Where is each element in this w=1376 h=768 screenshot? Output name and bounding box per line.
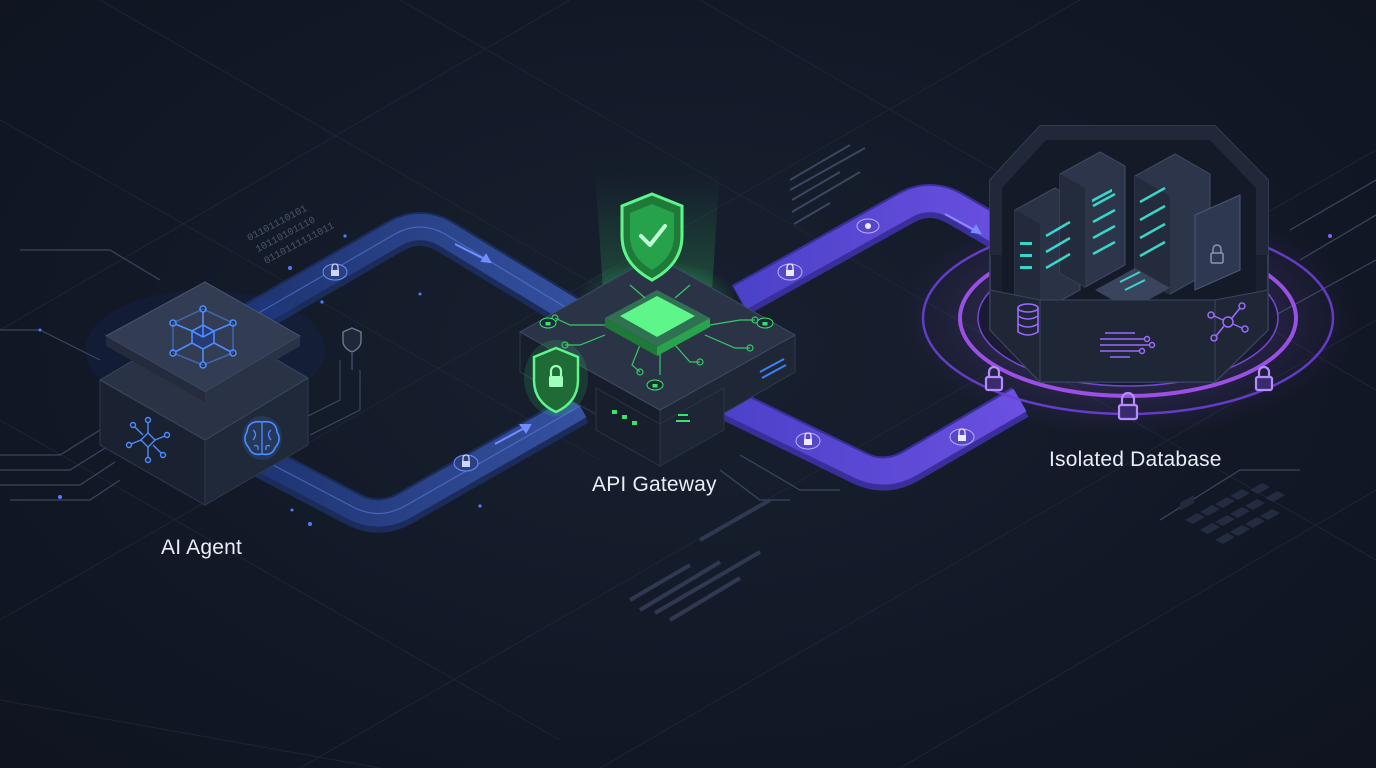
grid-blocks-2: [1185, 483, 1285, 544]
bottom-dashes: [630, 500, 770, 620]
ai-agent-label: AI Agent: [161, 536, 242, 560]
shield-lock-icon: [524, 340, 588, 416]
isolated-database-label: Isolated Database: [1049, 448, 1222, 472]
code-dashes: [790, 145, 865, 224]
path-gateway-db-lower: [720, 398, 1020, 474]
api-gateway-label: API Gateway: [592, 473, 717, 497]
brain-icon: [242, 416, 282, 460]
grid-blocks: [1180, 495, 1194, 510]
isolated-database-node: [898, 126, 1358, 438]
shield-lock-icon: [343, 328, 361, 370]
